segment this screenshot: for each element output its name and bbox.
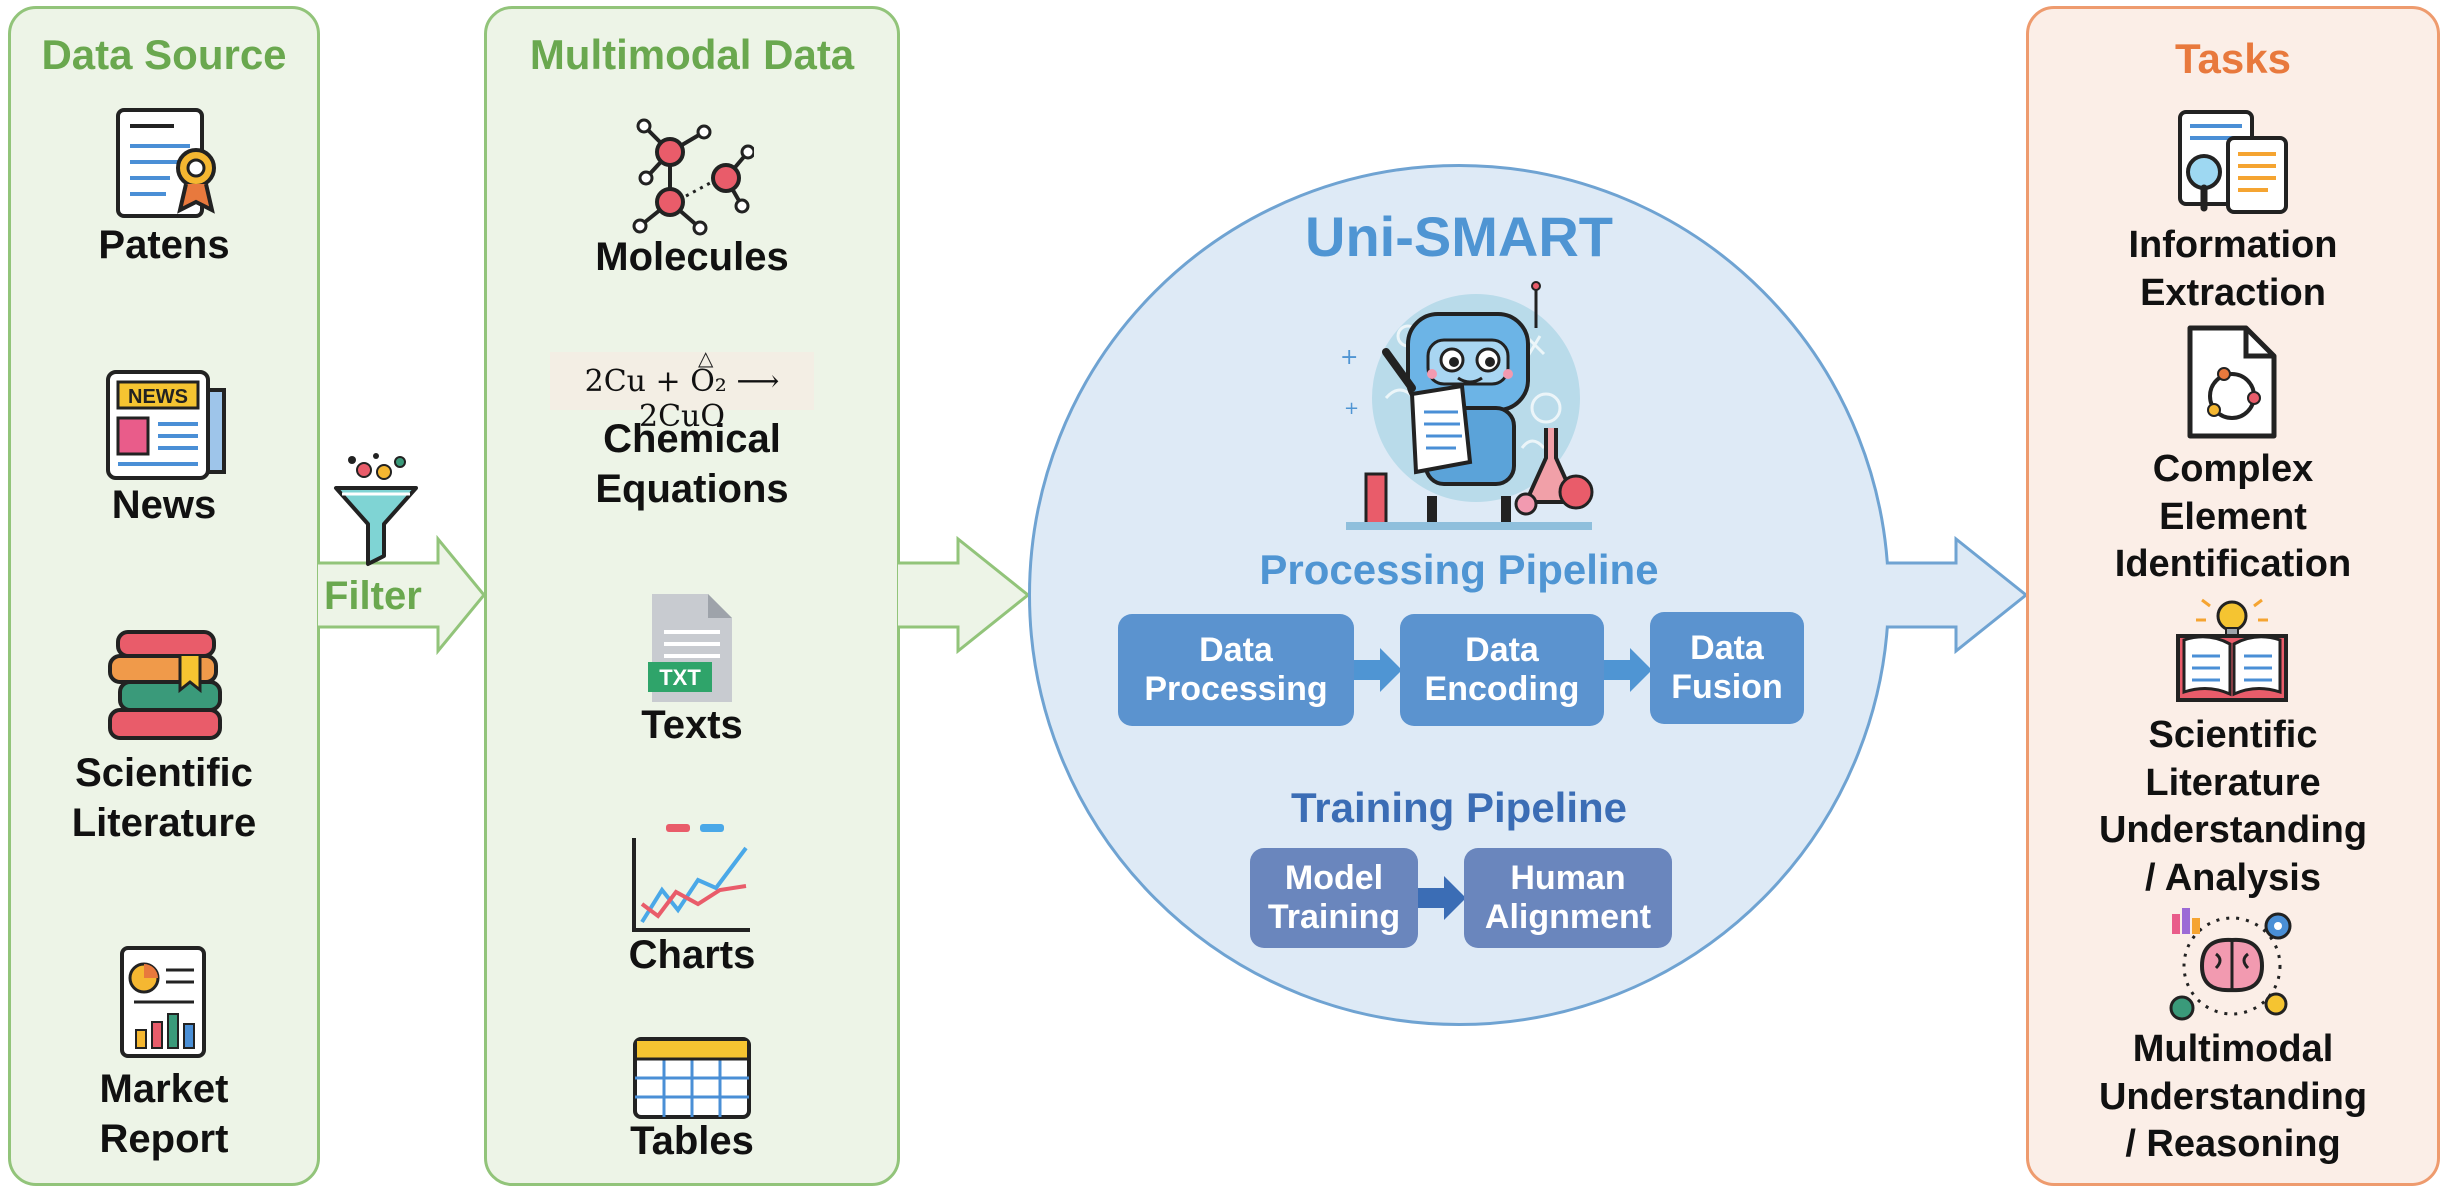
svg-text:+: + (1340, 345, 1358, 370)
modality-tables: Tables (630, 1119, 754, 1163)
step-data-encoding: Data Encoding (1400, 614, 1604, 726)
robot-mascot-icon: + + (1340, 281, 1594, 530)
multimodal-data-title: Multimodal Data (529, 31, 855, 78)
patent-document-icon (116, 108, 216, 218)
molecule-icon (632, 118, 754, 236)
task-information-extraction: Information Extraction (2128, 224, 2338, 314)
equation-delta-mark: △ (698, 346, 714, 370)
step-data-fusion: Data Fusion (1650, 612, 1804, 724)
market-report-icon (120, 946, 206, 1058)
arrow-training-to-alignment (1418, 876, 1466, 920)
newspaper-icon: NEWS (106, 370, 226, 480)
chemical-equation-text: 2Cu + O₂ ⟶ 2CuO (584, 364, 780, 434)
table-icon (633, 1037, 751, 1119)
modality-charts: Charts (628, 933, 756, 977)
svg-text:+: + (1344, 398, 1359, 419)
task-scientific-literature-understanding: Scientific Literature Understanding / An… (2098, 714, 2368, 899)
modality-chemical-equations: Chemical Equations (595, 417, 789, 511)
source-item-news: News (111, 483, 217, 527)
complex-element-icon (2187, 325, 2277, 439)
task-complex-element-identification: Complex Element Identification (2114, 448, 2352, 585)
data-source-title: Data Source (41, 31, 287, 78)
source-item-scientific-literature: Scientific Literature (71, 751, 257, 845)
line-chart-icon (632, 824, 750, 932)
model-to-tasks-arrow (1886, 535, 2029, 655)
modality-molecules: Molecules (595, 235, 789, 279)
funnel-icon (334, 453, 418, 566)
news-badge-text: NEWS (128, 386, 188, 408)
processing-pipeline-title: Processing Pipeline (1259, 546, 1659, 593)
information-extraction-icon (2178, 110, 2288, 214)
step-data-processing: Data Processing (1118, 614, 1354, 726)
arrow-processing-to-encoding (1354, 648, 1402, 692)
open-book-lightbulb-icon (2176, 598, 2288, 702)
arrow-encoding-to-fusion (1604, 648, 1652, 692)
source-item-patents: Patens (98, 223, 230, 267)
step-model-training: Model Training (1250, 848, 1418, 948)
training-pipeline-title: Training Pipeline (1290, 784, 1628, 831)
txt-badge-text: TXT (659, 665, 701, 690)
tasks-title: Tasks (2175, 35, 2291, 82)
chemical-equation (550, 352, 814, 410)
multimodal-to-model-arrow (898, 535, 1031, 655)
uni-smart-title: Uni-SMART (1305, 205, 1613, 268)
modality-texts: Texts (641, 703, 743, 747)
books-icon (108, 630, 222, 740)
filter-label: Filter (324, 574, 422, 618)
task-multimodal-understanding: Multimodal Understanding / Reasoning (2098, 1028, 2368, 1165)
step-human-alignment: Human Alignment (1464, 848, 1672, 948)
brain-multimodal-icon (2169, 908, 2292, 1021)
source-item-market-report: Market Report (99, 1067, 229, 1161)
text-file-icon: TXT (648, 594, 732, 702)
